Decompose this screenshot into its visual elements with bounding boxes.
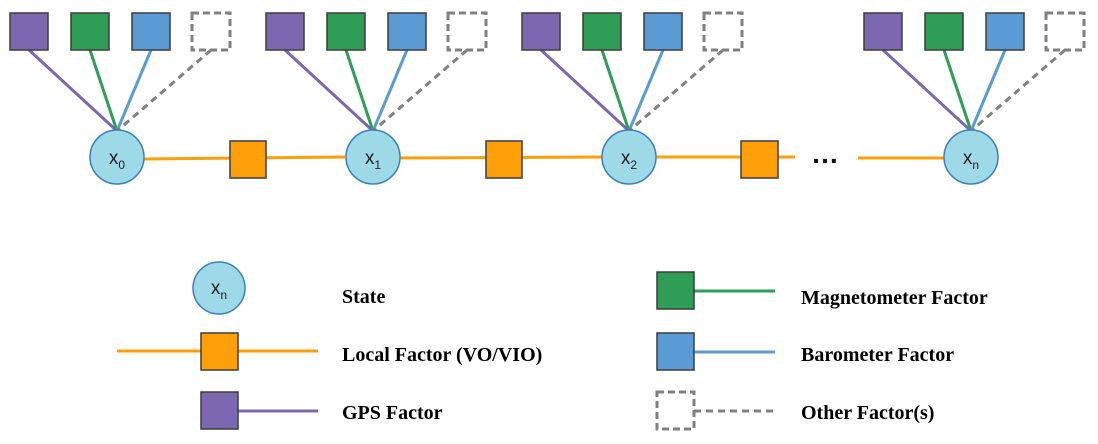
legend: xn State Local Factor (VO/VIO) GPS Facto… bbox=[117, 261, 988, 431]
state-label: x1 bbox=[365, 148, 382, 172]
legend-state-icon bbox=[192, 261, 246, 315]
gps-link bbox=[27, 48, 119, 133]
factor-group-1 bbox=[265, 11, 488, 133]
state-circle bbox=[345, 129, 401, 185]
magnetometer-factor-square bbox=[924, 12, 964, 51]
factor-group-0 bbox=[9, 11, 232, 133]
magnetometer-factor-square bbox=[582, 12, 622, 51]
legend-other-square bbox=[655, 390, 696, 431]
gps-link bbox=[283, 48, 375, 133]
legend-item-magnetometer: Magnetometer Factor bbox=[656, 271, 988, 310]
magnetometer-factor-square bbox=[326, 12, 366, 51]
legend-item-state: xn State bbox=[192, 261, 385, 315]
other-link bbox=[116, 48, 212, 133]
local-factor-square bbox=[485, 140, 523, 179]
other-factor-square bbox=[1044, 11, 1086, 52]
legend-barometer-square bbox=[656, 332, 695, 371]
barometer-factor-square bbox=[131, 12, 171, 51]
barometer-link bbox=[115, 49, 153, 132]
barometer-link bbox=[969, 49, 1007, 132]
state-label: xn bbox=[963, 148, 979, 172]
ellipsis: … bbox=[811, 138, 839, 169]
magnetometer-link bbox=[600, 49, 631, 132]
legend-item-local: Local Factor (VO/VIO) bbox=[117, 332, 542, 371]
local-factor-square bbox=[740, 140, 779, 179]
barometer-factor-square bbox=[985, 12, 1025, 51]
local-factor-squares bbox=[229, 140, 779, 179]
factor-group-2 bbox=[521, 11, 744, 133]
state-node-2: x2 bbox=[601, 129, 657, 185]
gps-link bbox=[881, 48, 973, 133]
legend-item-barometer: Barometer Factor bbox=[656, 332, 954, 371]
state-node-1: x1 bbox=[345, 129, 401, 185]
barometer-link bbox=[371, 49, 409, 132]
legend-magnetometer-square bbox=[656, 271, 695, 310]
other-factor-square bbox=[702, 11, 744, 52]
barometer-factor-square bbox=[387, 12, 427, 51]
legend-gps-label: GPS Factor bbox=[342, 402, 443, 424]
gps-factor-square bbox=[265, 12, 305, 51]
legend-magnetometer-label: Magnetometer Factor bbox=[801, 287, 988, 309]
state-circle bbox=[943, 129, 999, 185]
state-label: x0 bbox=[109, 148, 126, 172]
legend-other-label: Other Factor(s) bbox=[801, 402, 934, 424]
local-factor-square bbox=[229, 140, 267, 179]
state-circle bbox=[89, 129, 145, 185]
legend-local-label: Local Factor (VO/VIO) bbox=[342, 344, 542, 366]
barometer-link bbox=[627, 49, 665, 132]
magnetometer-factor-square bbox=[70, 12, 110, 51]
gps-factor-square bbox=[863, 12, 903, 51]
legend-item-other: Other Factor(s) bbox=[655, 390, 934, 431]
gps-factor-square bbox=[521, 12, 561, 51]
legend-item-gps: GPS Factor bbox=[200, 391, 443, 430]
magnetometer-link bbox=[942, 49, 973, 132]
state-node-0: x0 bbox=[89, 129, 145, 185]
gps-link bbox=[539, 48, 631, 133]
magnetometer-link bbox=[344, 49, 375, 132]
state-node-n: xn bbox=[943, 129, 999, 185]
legend-state-label: State bbox=[342, 286, 385, 308]
factor-group-n bbox=[863, 11, 1086, 133]
other-factor-square bbox=[446, 11, 488, 52]
legend-local-square bbox=[200, 332, 239, 371]
legend-state-symbol: xn bbox=[211, 278, 227, 302]
legend-barometer-label: Barometer Factor bbox=[801, 344, 954, 366]
state-label: x2 bbox=[621, 148, 638, 172]
other-link bbox=[970, 48, 1066, 133]
other-factor-square bbox=[190, 11, 232, 52]
magnetometer-link bbox=[88, 49, 119, 132]
barometer-factor-square bbox=[643, 12, 683, 51]
other-link bbox=[372, 48, 468, 133]
state-circle bbox=[601, 129, 657, 185]
gps-factor-square bbox=[9, 12, 49, 51]
other-link bbox=[628, 48, 724, 133]
legend-gps-square bbox=[200, 391, 239, 430]
